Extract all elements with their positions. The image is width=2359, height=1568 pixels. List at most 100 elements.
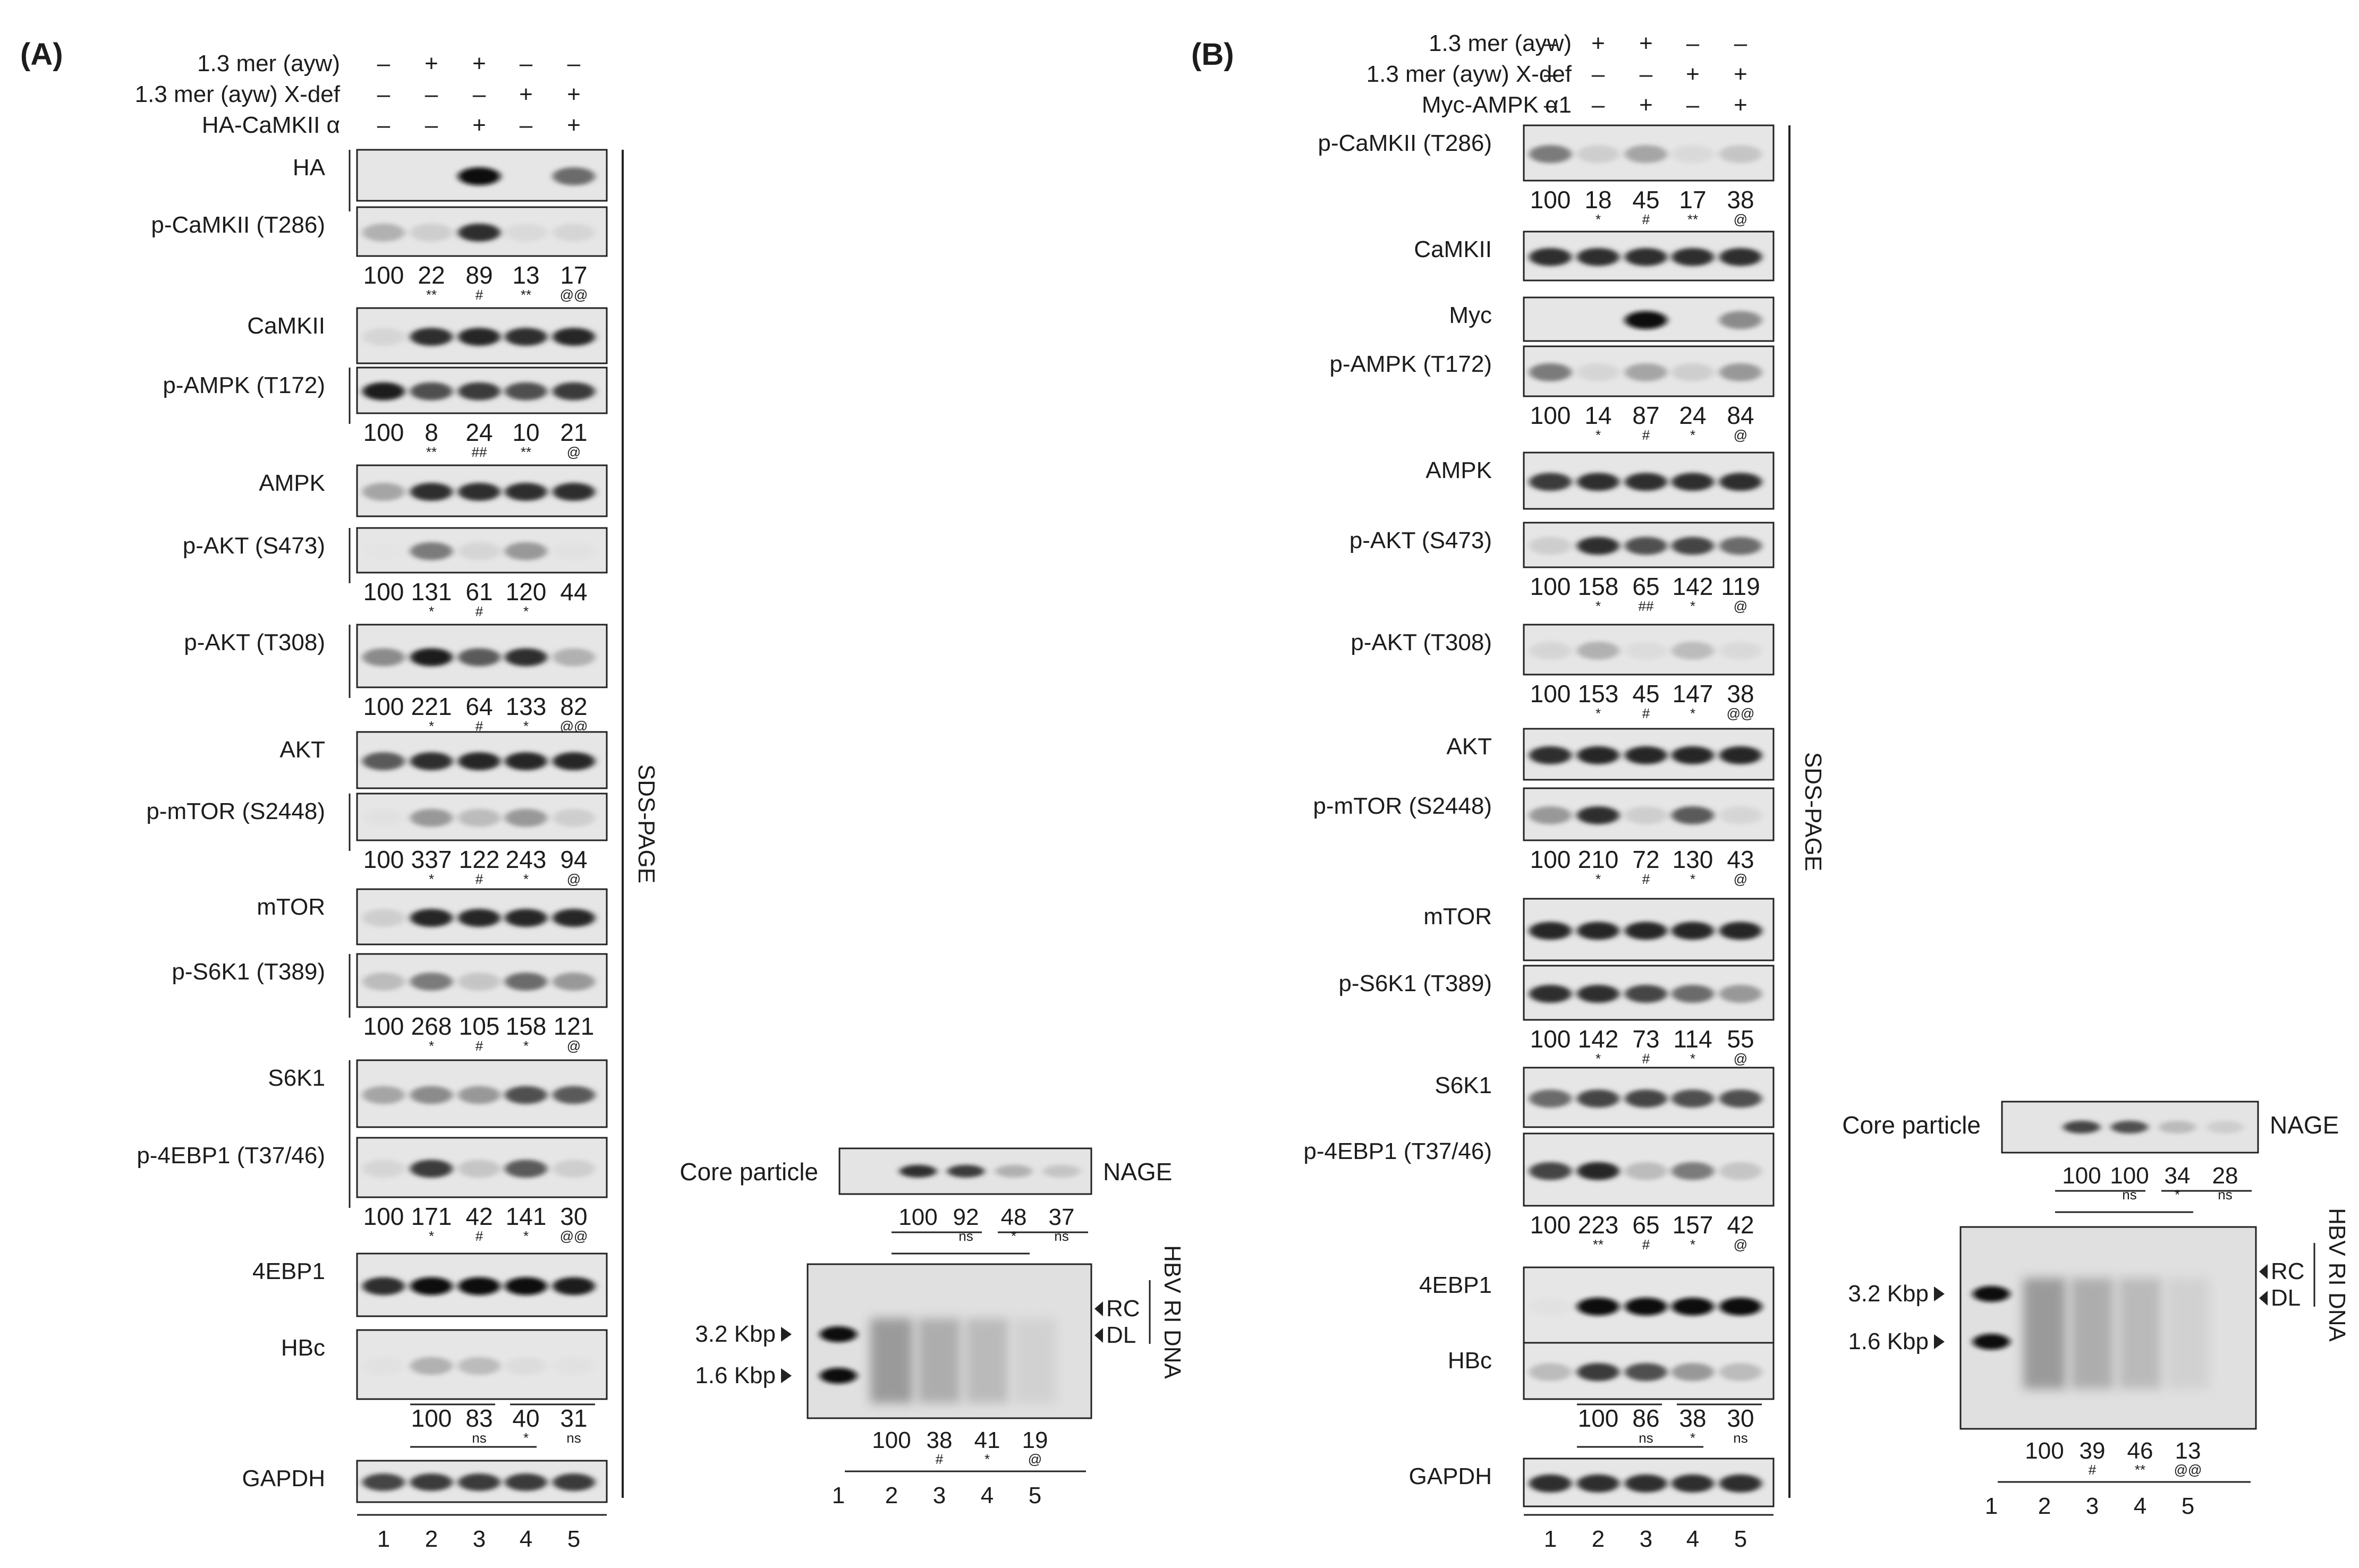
condition-sign: + xyxy=(1591,30,1605,56)
blot-band xyxy=(362,648,405,667)
blot-band xyxy=(1625,922,1667,940)
quant-stat: * xyxy=(523,1038,529,1054)
panelB-label: (B) xyxy=(1191,37,1234,72)
blot-band xyxy=(362,542,405,560)
quant-value: 22 xyxy=(418,261,445,289)
blot-band xyxy=(458,808,500,827)
condition-sign: – xyxy=(1544,92,1557,118)
blot-band xyxy=(505,648,547,667)
quant-stat: # xyxy=(476,603,483,619)
blot-label: CaMKII xyxy=(247,313,325,339)
core-value: 34 xyxy=(2165,1163,2191,1189)
quant-value: 100 xyxy=(363,1012,404,1040)
quant-stat: * xyxy=(1596,1051,1601,1067)
quant-value: 21 xyxy=(560,419,587,446)
condition-sign: – xyxy=(1592,61,1605,87)
blot-band xyxy=(505,752,547,771)
blot-band xyxy=(362,752,405,771)
quant-stat: * xyxy=(523,1430,529,1446)
quant-value: 17 xyxy=(1679,186,1706,214)
blot-band xyxy=(1625,1474,1667,1493)
blot-label: p-AMPK (T172) xyxy=(163,372,325,398)
blot-band xyxy=(362,223,405,242)
blot-band xyxy=(1719,1474,1762,1493)
blot-band xyxy=(1719,536,1762,555)
condition-sign: + xyxy=(567,112,581,138)
quant-stat: @ xyxy=(1734,427,1747,443)
blot-band xyxy=(1719,248,1762,266)
dna-smear xyxy=(2167,1278,2209,1389)
blot-label: p-AKT (S473) xyxy=(1350,527,1492,553)
core-value: 100 xyxy=(2062,1163,2101,1189)
quant-value: 100 xyxy=(363,261,404,289)
quant-stat: @@ xyxy=(1727,705,1755,721)
quant-value: 73 xyxy=(1632,1025,1659,1053)
size-marker-label: 1.6 Kbp xyxy=(695,1362,776,1388)
blot-band xyxy=(1577,746,1619,764)
condition-sign: – xyxy=(1544,61,1557,87)
quant-stat: @@ xyxy=(560,1228,588,1244)
quant-stat: # xyxy=(1642,705,1650,721)
quant-value: 14 xyxy=(1584,402,1611,429)
blot-1: CaMKII xyxy=(1414,231,1775,282)
quant-value: 100 xyxy=(1530,680,1571,708)
blot-band xyxy=(458,167,500,185)
quant-value: 13 xyxy=(512,261,539,289)
blot-band xyxy=(458,1357,500,1375)
blot-band xyxy=(1671,536,1714,555)
dna-lane-number: 5 xyxy=(1029,1482,1041,1509)
blot-band xyxy=(410,382,453,400)
blot-label: mTOR xyxy=(1423,904,1492,930)
quant-value: 24 xyxy=(465,419,493,446)
blot-band xyxy=(553,223,595,242)
condition-sign: + xyxy=(1734,61,1747,87)
quant-stat: # xyxy=(476,1228,483,1244)
blot-label: HBc xyxy=(281,1335,325,1361)
blot-11: S6K1 xyxy=(268,1059,608,1138)
quant-stat: * xyxy=(429,603,434,619)
blot-band xyxy=(505,542,547,560)
blot-15: GAPDH xyxy=(1409,1458,1775,1507)
condition-sign: + xyxy=(472,112,486,138)
blot-label: GAPDH xyxy=(242,1465,325,1492)
blot-band xyxy=(458,973,500,991)
blot-band xyxy=(362,1277,405,1296)
blot-band xyxy=(362,1473,405,1491)
blot-band xyxy=(505,808,547,827)
dna-stat: # xyxy=(936,1451,944,1467)
quant-value: 141 xyxy=(506,1203,547,1230)
blot-band xyxy=(1671,248,1714,266)
blot-label: GAPDH xyxy=(1409,1463,1492,1489)
quant-value: 100 xyxy=(363,1203,404,1230)
blot-4: AMPK xyxy=(1425,451,1775,510)
dna-smear xyxy=(1014,1318,1056,1403)
quant-stat: @ xyxy=(567,871,581,887)
blot-band xyxy=(505,1357,547,1375)
blot-label: AKT xyxy=(1446,734,1492,760)
quant-value: 42 xyxy=(465,1203,493,1230)
blot-15: GAPDH xyxy=(242,1460,608,1503)
core-stat: ns xyxy=(2122,1187,2136,1203)
blot-band xyxy=(1719,746,1762,764)
condition-sign: + xyxy=(472,50,486,76)
blot-label: CaMKII xyxy=(1414,236,1492,262)
quant-value: 30 xyxy=(560,1203,587,1230)
condition-label: 1.3 mer (ayw) X-def xyxy=(1367,61,1572,87)
blot-band xyxy=(1577,641,1619,660)
dna-lane-number: 4 xyxy=(981,1482,994,1509)
quant-stat: ns xyxy=(472,1430,486,1446)
dna-lane-number: 3 xyxy=(933,1482,946,1509)
blot-band xyxy=(458,542,500,560)
quant-value: 100 xyxy=(1530,1025,1571,1053)
quant-stat: ## xyxy=(1639,598,1654,614)
blot-band xyxy=(505,1277,547,1296)
blot-label: AMPK xyxy=(259,470,325,496)
blot-band xyxy=(1529,248,1572,266)
quant-stat: ** xyxy=(426,444,437,460)
figure-root: (A)1.3 mer (ayw)–++––1.3 mer (ayw) X-def… xyxy=(20,30,2350,1552)
blot-band xyxy=(362,482,405,501)
